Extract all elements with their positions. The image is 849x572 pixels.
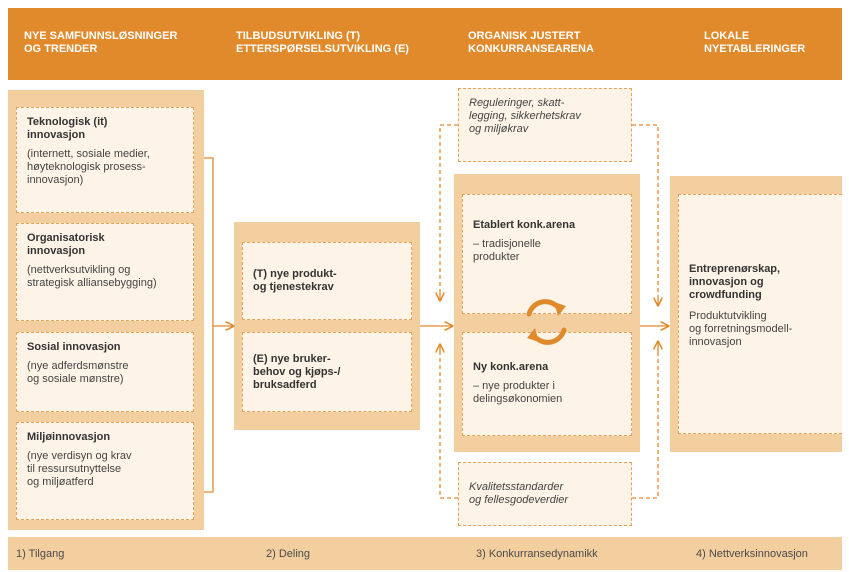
social-innovation-title: Sosial innovasjon: [27, 341, 121, 353]
entrepreneurship-box: Entreprenørskap, innovasjon og crowdfund…: [678, 194, 842, 434]
new-arena-title: Ny konk.arena: [473, 361, 549, 373]
supply-box: (T) nye produkt- og tjenestekrav: [242, 242, 412, 320]
env-innovation-box: Miljøinnovasjon (nye verdisyn og krav ti…: [16, 422, 194, 520]
footer-bar: 1) Tilgang 2) Deling 3) Konkurransedynam…: [8, 537, 842, 570]
demand-title: (E) nye bruker- behov og kjøps-/ bruksad…: [253, 352, 341, 391]
established-arena-desc: – tradisjonelle produkter: [473, 238, 541, 263]
quality-standards-note: Kvalitetsstandarder og fellesgodeverdier: [458, 462, 632, 526]
established-arena-box: Etablert konk.arena – tradisjonelle prod…: [462, 194, 632, 314]
org-innovation-box: Organisatorisk innovasjon (nettverksutvi…: [16, 223, 194, 321]
supply-title: (T) nye produkt- og tjenestekrav: [253, 268, 337, 293]
demand-box: (E) nye bruker- behov og kjøps-/ bruksad…: [242, 332, 412, 412]
regulations-note: Reguleringer, skatt- legging, sikkerhets…: [458, 88, 632, 162]
header-competition-arena: ORGANISK JUSTERT KONKURRANSEARENA: [468, 30, 594, 55]
footer-access: 1) Tilgang: [16, 548, 65, 560]
bracket-trends: [204, 157, 214, 493]
org-innovation-title: Organisatorisk innovasjon: [27, 232, 105, 257]
header-local-startups: LOKALE NYETABLERINGER: [704, 30, 806, 55]
entrepreneurship-title: Entreprenørskap, innovasjon og crowdfund…: [689, 263, 781, 301]
entrepreneurship-desc: Produktutvikling og forretningsmodell- i…: [689, 310, 793, 348]
social-innovation-desc: (nye adferdsmønstre og sosiale mønstre): [27, 360, 129, 385]
header-new-solutions: NYE SAMFUNNSLØSNINGER OG TRENDER: [24, 30, 178, 55]
header-supply-demand: TILBUDSUTVIKLING (T) ETTERSPØRSELSUTVIKL…: [236, 30, 409, 55]
tech-innovation-desc: (internett, sosiale medier, høyteknologi…: [27, 148, 150, 186]
established-arena-title: Etablert konk.arena: [473, 219, 576, 231]
footer-competition-dynamics: 3) Konkurransedynamikk: [476, 548, 598, 560]
new-arena-desc: – nye produkter i delingsøkonomien: [473, 380, 563, 405]
regulations-text: Reguleringer, skatt- legging, sikkerhets…: [469, 97, 581, 135]
footer-sharing: 2) Deling: [266, 548, 311, 560]
header-bar: NYE SAMFUNNSLØSNINGER OG TRENDER TILBUDS…: [8, 8, 842, 80]
env-innovation-desc: (nye verdisyn og krav til ressursutnytte…: [27, 450, 132, 488]
tech-innovation-title: Teknologisk (it) innovasjon: [27, 116, 108, 141]
env-innovation-title: Miljøinnovasjon: [27, 431, 111, 443]
tech-innovation-box: Teknologisk (it) innovasjon (internett, …: [16, 107, 194, 213]
social-innovation-box: Sosial innovasjon (nye adferdsmønstre og…: [16, 332, 194, 412]
footer-network-innovation: 4) Nettverksinnovasjon: [696, 548, 808, 560]
quality-standards-text: Kvalitetsstandarder og fellesgodeverdier: [469, 481, 569, 506]
new-arena-box: Ny konk.arena – nye produkter i delingsø…: [462, 332, 632, 436]
org-innovation-desc: (nettverksutvikling og strategisk allian…: [27, 264, 157, 289]
